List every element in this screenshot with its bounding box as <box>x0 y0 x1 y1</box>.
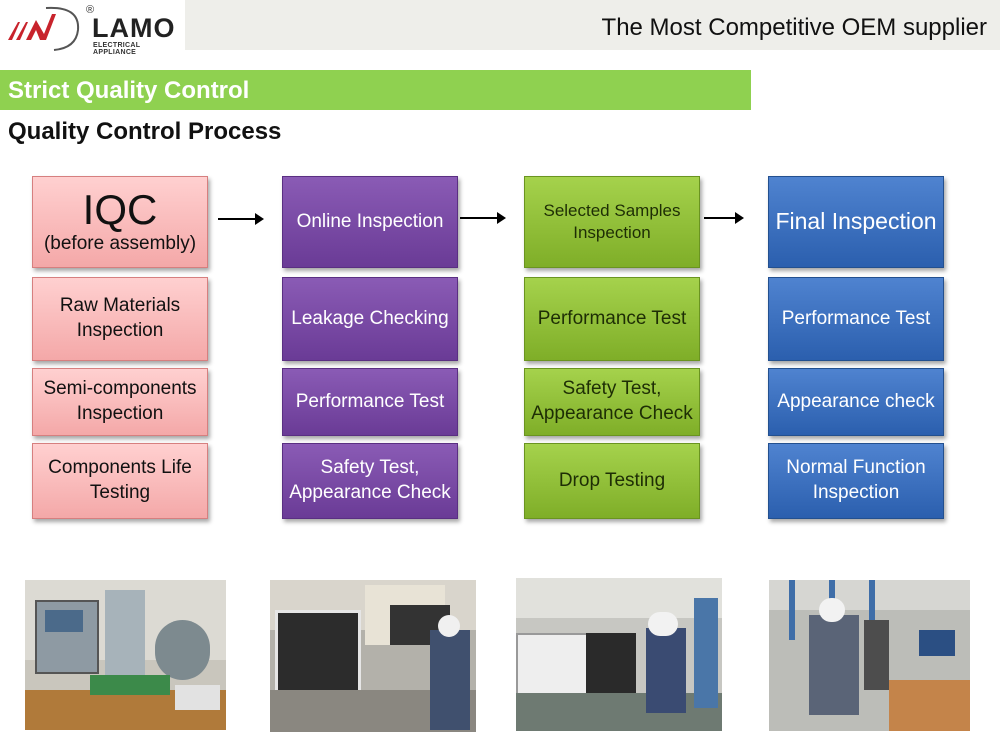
online-item-performance: Performance Test <box>282 368 458 436</box>
arrow-samples-to-final-icon <box>704 212 744 224</box>
section-banner: Strict Quality Control <box>0 70 751 110</box>
banner-title: Strict Quality Control <box>8 77 250 104</box>
registered-mark: ® <box>86 4 95 16</box>
samples-item-performance: Performance Test <box>524 277 700 361</box>
iqc-item-raw-materials: Raw Materials Inspection <box>32 277 208 361</box>
samples-item-safety: Safety Test, Appearance Check <box>524 368 700 436</box>
company-logo: ® LAMO ELECTRICAL APPLIANCE <box>0 0 185 56</box>
page-title: Quality Control Process <box>8 118 282 145</box>
brand-name: LAMO <box>92 13 176 43</box>
samples-item-drop-testing: Drop Testing <box>524 443 700 519</box>
arrow-online-to-samples-icon <box>460 212 506 224</box>
final-heading-box: Final Inspection <box>768 176 944 268</box>
online-inspection-photo <box>270 580 476 732</box>
samples-heading-box: Selected Samples Inspection <box>524 176 700 268</box>
final-item-normal-function: Normal Function Inspection <box>768 443 944 519</box>
online-item-safety: Safety Test, Appearance Check <box>282 443 458 519</box>
final-item-appearance: Appearance check <box>768 368 944 436</box>
iqc-item-components-life: Components Life Testing <box>32 443 208 519</box>
final-inspection-photo <box>769 580 970 731</box>
iqc-heading-sub: (before assembly) <box>43 232 197 254</box>
lamo-logo-icon <box>8 6 80 51</box>
brand-subtitle: ELECTRICAL APPLIANCE <box>93 42 141 56</box>
iqc-heading-main: IQC <box>82 185 158 233</box>
online-heading-box: Online Inspection <box>282 176 458 268</box>
slogan: The Most Competitive OEM supplier <box>601 14 987 41</box>
iqc-item-semi-components: Semi-components Inspection <box>32 368 208 436</box>
final-item-performance: Performance Test <box>768 277 944 361</box>
samples-inspection-photo <box>516 578 722 731</box>
header-band <box>185 0 1000 50</box>
lab-testing-equipment-photo <box>25 580 226 730</box>
arrow-iqc-to-online-icon <box>218 213 264 225</box>
online-item-leakage: Leakage Checking <box>282 277 458 361</box>
iqc-heading-box: IQC (before assembly) <box>32 176 208 268</box>
